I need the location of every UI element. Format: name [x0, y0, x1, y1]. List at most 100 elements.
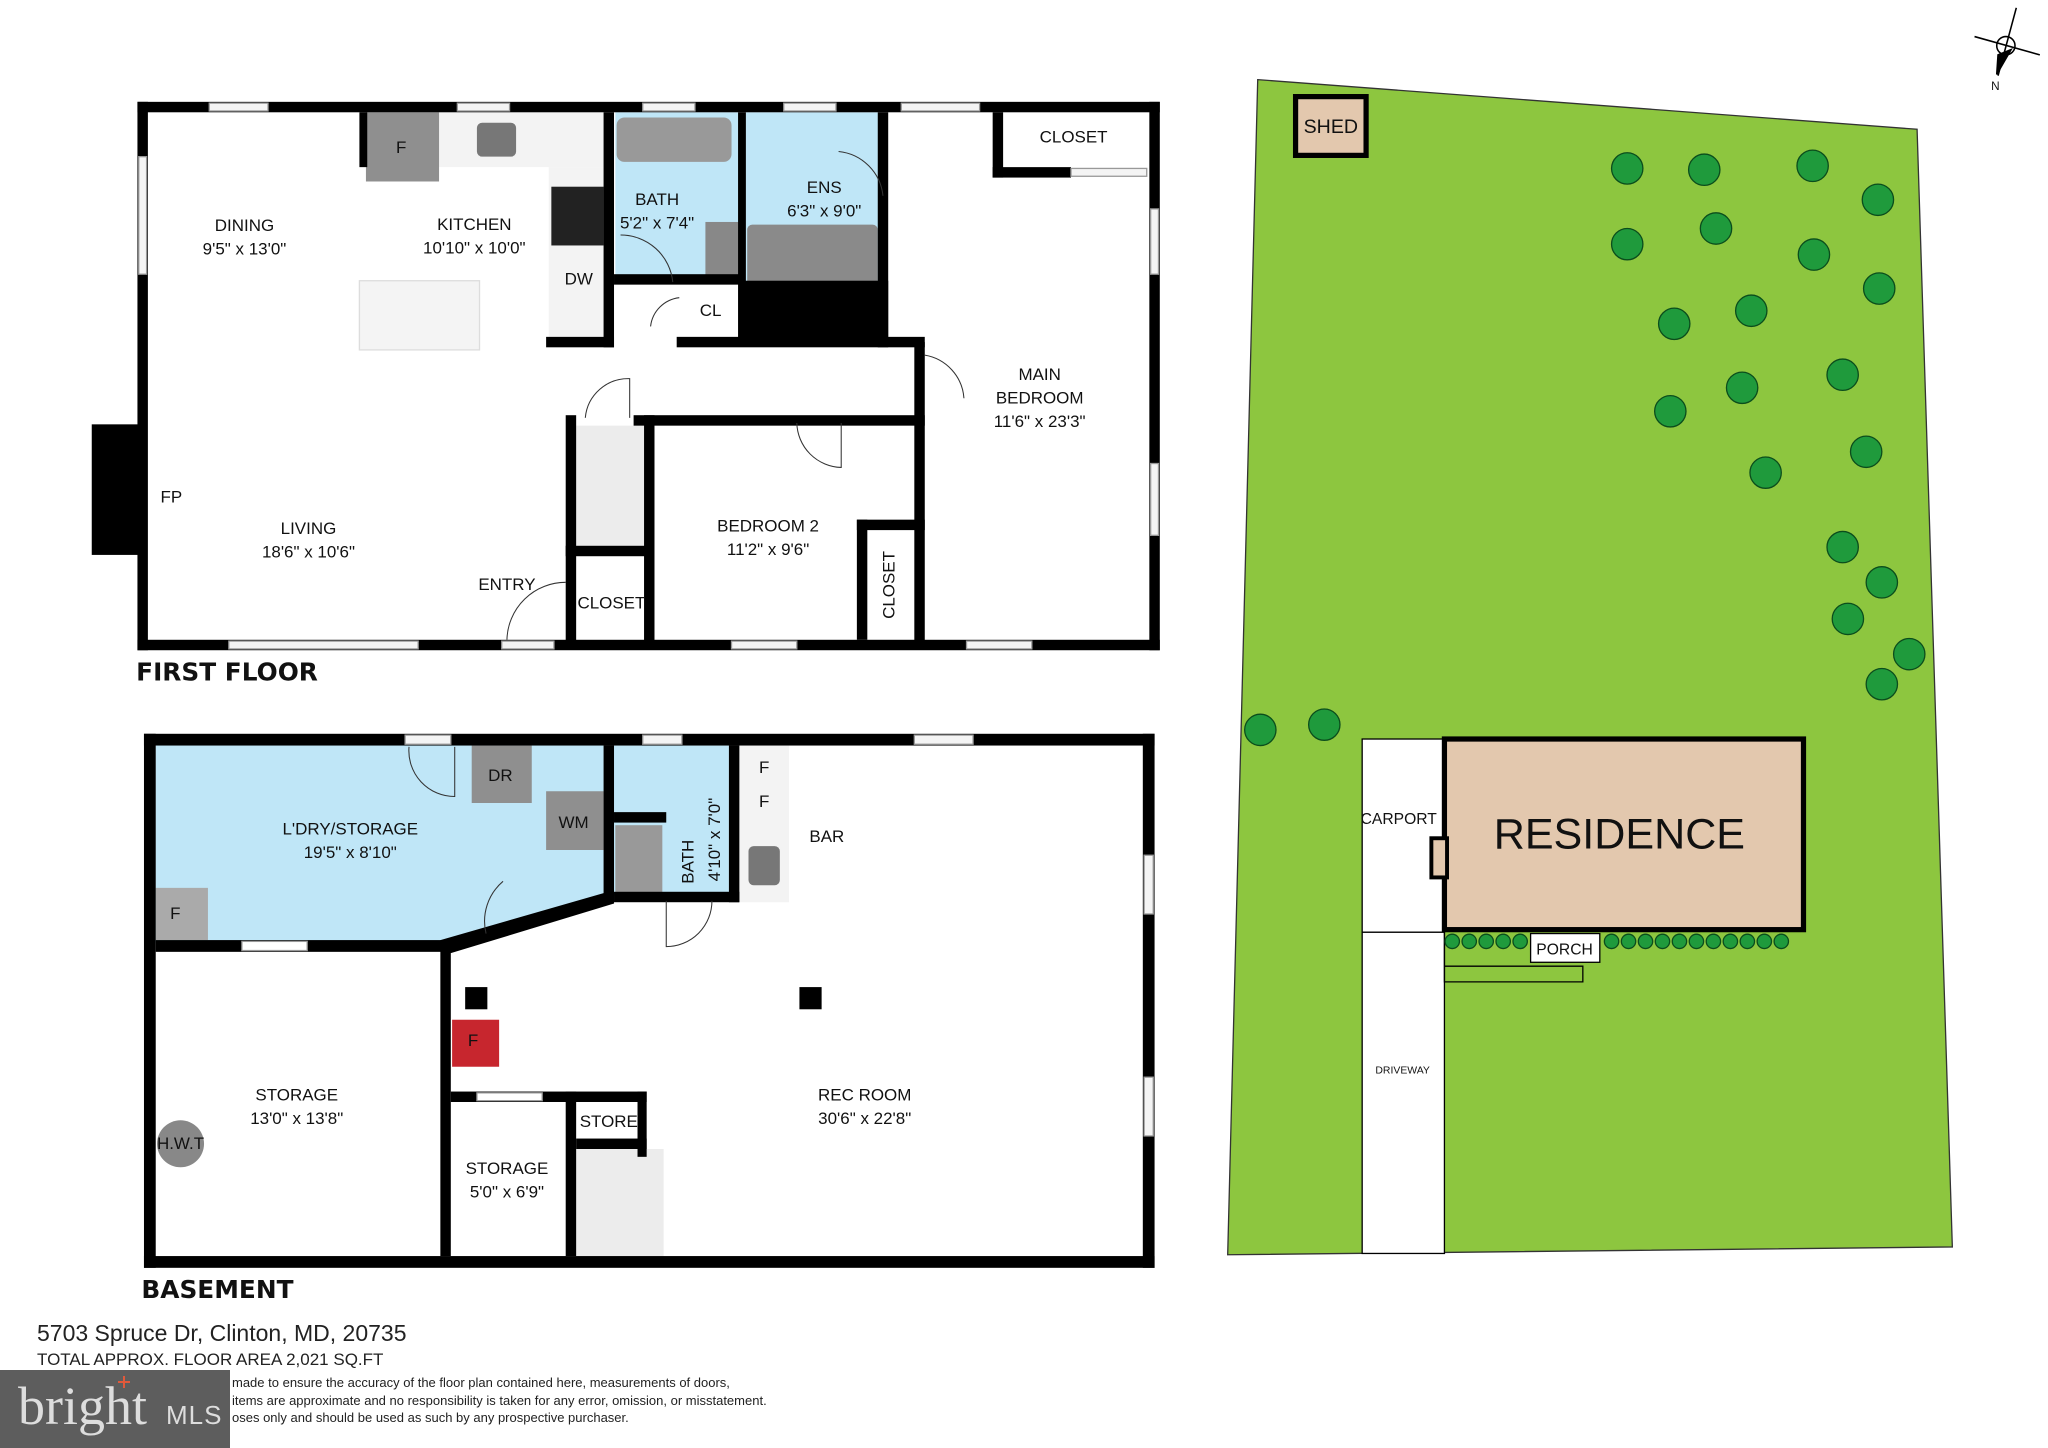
residence-label: RESIDENCE	[1494, 811, 1745, 859]
room-label: CLOSET	[577, 593, 645, 612]
bathtub-icon	[616, 117, 732, 162]
room-label: STORAGE	[255, 1086, 338, 1105]
disclaimer: made to ensure the accuracy of the floor…	[232, 1374, 767, 1427]
bar-sink-icon	[748, 846, 780, 886]
tree-icon	[1826, 358, 1859, 392]
first-floor-title: FIRST FLOOR	[136, 657, 318, 686]
basement-plan: BASEMENT L'DRY/STORAGE 19'5" x 8'10" BAT…	[141, 733, 1155, 1304]
stairs	[576, 1148, 664, 1257]
room-label: BEDROOM 2	[717, 516, 819, 535]
fixture-label: WM	[558, 813, 588, 832]
stove-icon	[551, 186, 604, 246]
room-size: 11'6" x 23'3"	[994, 412, 1086, 431]
shrub-icon	[1671, 933, 1688, 950]
room-label: STORE	[580, 1112, 638, 1131]
shrub-icon	[1654, 933, 1671, 950]
tree-icon	[1865, 566, 1899, 599]
tree-icon	[1734, 294, 1768, 328]
north-arrow-icon	[1974, 7, 2041, 76]
room-size: 9'5" x 13'0"	[203, 240, 287, 259]
room-size: 6'3" x 9'0"	[787, 202, 861, 221]
room-label: BATH	[635, 190, 679, 209]
room-size: 5'2" x 7'4"	[620, 213, 694, 232]
tree-icon	[1831, 602, 1865, 636]
room-size: 4'10" x 7'0"	[705, 798, 724, 882]
fixture-label: F	[170, 904, 180, 923]
shrub-icon	[1688, 933, 1705, 950]
driveway-label: DRIVEWAY	[1375, 1065, 1430, 1076]
logo-brand: bright	[18, 1376, 147, 1436]
tree-icon	[1699, 212, 1733, 245]
shrub-icon	[1603, 933, 1620, 950]
room-label: STORAGE	[466, 1159, 549, 1178]
shrub-icon	[1756, 933, 1773, 950]
lawn	[1227, 78, 1954, 1256]
fridge-icon	[365, 112, 440, 182]
logo-star-icon	[118, 1376, 130, 1388]
shed-label: SHED	[1304, 116, 1358, 138]
basement-title: BASEMENT	[141, 1275, 293, 1304]
total-floor-area: TOTAL APPROX. FLOOR AREA 2,021 SQ.FT	[37, 1350, 384, 1369]
address: 5703 Spruce Dr, Clinton, MD, 20735	[37, 1320, 407, 1346]
shrub-icon	[1739, 933, 1756, 950]
room-size: 11'2" x 9'6"	[727, 540, 809, 559]
tree-icon	[1610, 152, 1644, 185]
room-label: REC ROOM	[818, 1086, 911, 1105]
driveway	[1361, 931, 1446, 1255]
kitchen-island	[358, 280, 481, 351]
tree-icon	[1307, 708, 1341, 741]
room-label: MAIN	[1018, 365, 1060, 384]
tree-icon	[1244, 713, 1277, 747]
shrub-icon	[1620, 933, 1637, 950]
room-size: 19'5" x 8'10"	[304, 843, 397, 862]
room-size: 5'0" x 6'9"	[470, 1182, 544, 1201]
vanity-icon	[705, 221, 740, 277]
room-size: 13'0" x 13'8"	[250, 1109, 343, 1128]
room-label: KITCHEN	[437, 215, 511, 234]
first-floor-plan: FIRST FLOOR DINING 9'5" x 13'0" KITCHEN …	[91, 101, 1160, 686]
windows	[138, 102, 1160, 650]
tree-icon	[1725, 371, 1759, 405]
shrub-icon	[1705, 933, 1722, 950]
tree-icon	[1657, 307, 1691, 341]
fixture-label: F	[759, 758, 769, 777]
shrub-icon	[1512, 933, 1528, 950]
shrub-icon	[1444, 933, 1461, 950]
fixture-label: FP	[161, 488, 183, 507]
room-label: BAR	[809, 827, 844, 846]
porch	[1529, 932, 1601, 963]
disclaimer-line: made to ensure the accuracy of the floor…	[232, 1375, 730, 1390]
tree-icon	[1687, 153, 1721, 187]
room-label: DINING	[215, 216, 274, 235]
fridge-icon	[155, 887, 208, 941]
shed	[1292, 94, 1369, 158]
carport-label: CARPORT	[1361, 811, 1438, 828]
tree-icon	[1849, 435, 1883, 469]
fixture-label: DW	[565, 270, 593, 289]
fireplace	[91, 424, 147, 555]
logo-suffix: MLS	[166, 1400, 223, 1430]
tree-icon	[1797, 238, 1831, 271]
room-label: BATH	[679, 840, 698, 884]
tree-icon	[1892, 637, 1926, 671]
dryer-icon	[471, 745, 532, 803]
fixture-label: H.W.T	[157, 1134, 204, 1153]
room-size: 10'10" x 10'0"	[423, 238, 526, 257]
stairs	[576, 425, 645, 546]
carport	[1361, 738, 1446, 933]
furnace-icon	[452, 1019, 500, 1067]
tree-icon	[1865, 667, 1899, 701]
shrub-icon	[1637, 933, 1654, 950]
bright-mls-logo: bright MLS	[0, 1370, 230, 1448]
room-size: 18'6" x 10'6"	[262, 543, 355, 562]
washer-icon	[546, 791, 604, 850]
room-label: ENS	[807, 178, 842, 197]
north-label: N	[1991, 80, 2000, 93]
shrub-icon	[1478, 933, 1495, 950]
room-label: BEDROOM	[996, 388, 1084, 407]
trees	[1244, 149, 1926, 950]
shrub-icon	[1722, 933, 1739, 950]
shrub-icon	[1495, 933, 1512, 950]
door-swings	[506, 150, 965, 640]
